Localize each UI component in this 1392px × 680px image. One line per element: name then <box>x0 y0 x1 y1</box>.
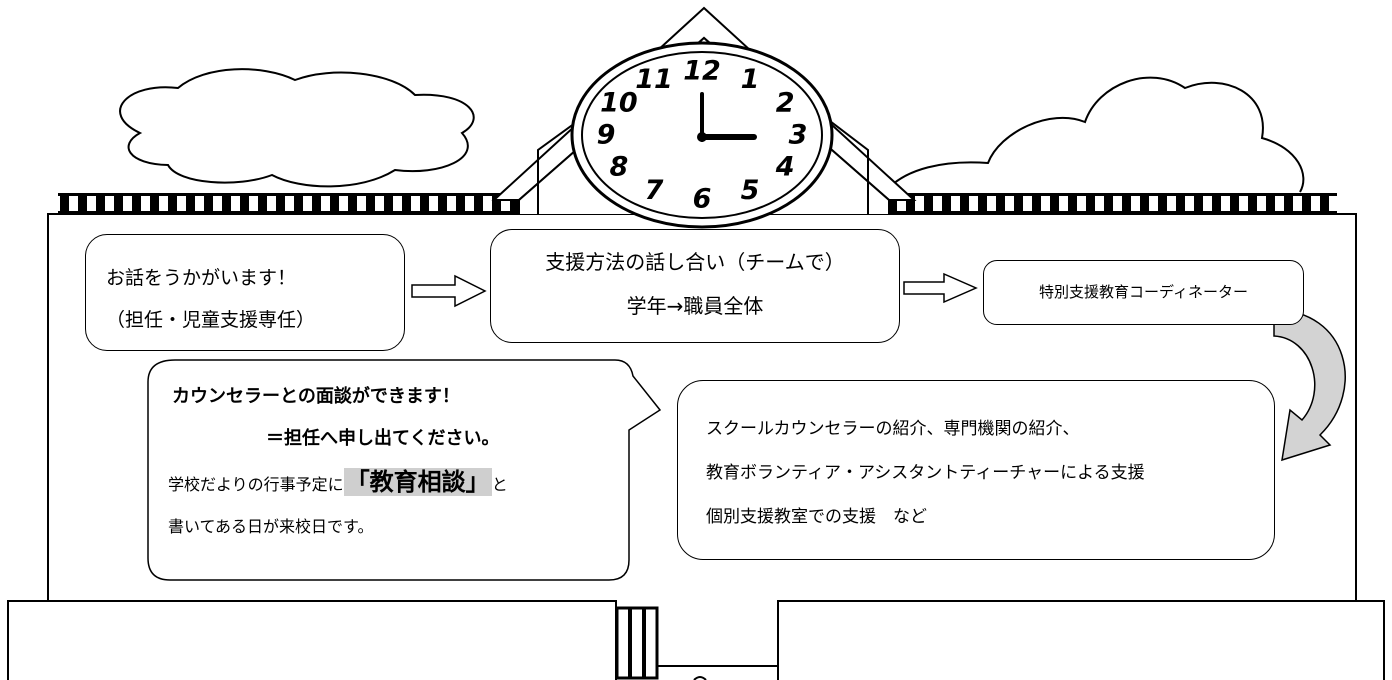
counseling-line4: 書いてある日が来校日です。 <box>168 517 374 536</box>
step4-line3: 個別支援教室での支援 など <box>706 507 927 527</box>
counseling-line3: 学校だよりの行事予定に「教育相談」と <box>168 460 632 507</box>
clock-number: 8 <box>610 152 629 183</box>
right-building-block <box>777 600 1385 680</box>
arrow-step1-to-step2 <box>411 274 487 308</box>
step2-line2: 学年→職員全体 <box>626 294 764 318</box>
step1-box: お話をうかがいます！ （担任・児童支援専任） <box>85 234 405 351</box>
step1-line2: （担任・児童支援専任） <box>106 309 316 331</box>
clock-number: 2 <box>776 88 795 119</box>
step1-line1: お話をうかがいます！ <box>106 267 297 289</box>
left-cloud <box>119 68 475 188</box>
entrance-gate <box>615 606 659 680</box>
clock-number: 5 <box>741 175 760 206</box>
clock-number: 4 <box>775 152 795 183</box>
clock-number: 6 <box>693 184 712 215</box>
left-building-block <box>7 600 617 680</box>
step4-line2: 教育ボランティア・アシスタントティーチャーによる支援 <box>706 463 1145 483</box>
right-cloud <box>884 76 1305 193</box>
arrow-step2-to-step3 <box>903 272 978 304</box>
step3-label: 特別支援教育コーディネーター <box>1039 283 1248 301</box>
clock-number: 12 <box>683 56 721 87</box>
step4-line1: スクールカウンセラーの紹介、専門機関の紹介、 <box>706 419 1080 439</box>
counseling-line1: カウンセラーとの面談ができます！ <box>172 386 460 407</box>
counseling-bubble-text: カウンセラーとの面談ができます！ ＝担任へ申し出てください。 学校だよりの行事予… <box>168 376 632 547</box>
clock-number: 9 <box>597 120 616 151</box>
clock-number: 1 <box>741 64 760 95</box>
step4-box: スクールカウンセラーの紹介、専門機関の紹介、 教育ボランティア・アシスタントティ… <box>677 380 1275 560</box>
counseling-line3-after: と <box>491 475 508 494</box>
railing-right <box>885 193 1337 213</box>
railing-left <box>58 193 520 213</box>
step2-box: 支援方法の話し合い（チームで） 学年→職員全体 <box>490 229 900 343</box>
clock-number: 11 <box>635 64 673 95</box>
clock-number: 3 <box>789 120 808 151</box>
clock-number: 10 <box>600 88 638 119</box>
counseling-highlight: 「教育相談」 <box>343 468 492 496</box>
counseling-line2: ＝担任へ申し出てください。 <box>266 428 500 449</box>
counseling-line3-before: 学校だよりの行事予定に <box>168 475 344 494</box>
step3-box: 特別支援教育コーディネーター <box>983 260 1304 325</box>
arrow-step3-to-step4 <box>1273 309 1346 462</box>
clock-number: 7 <box>645 175 664 206</box>
step2-line1: 支援方法の話し合い（チームで） <box>545 250 845 274</box>
